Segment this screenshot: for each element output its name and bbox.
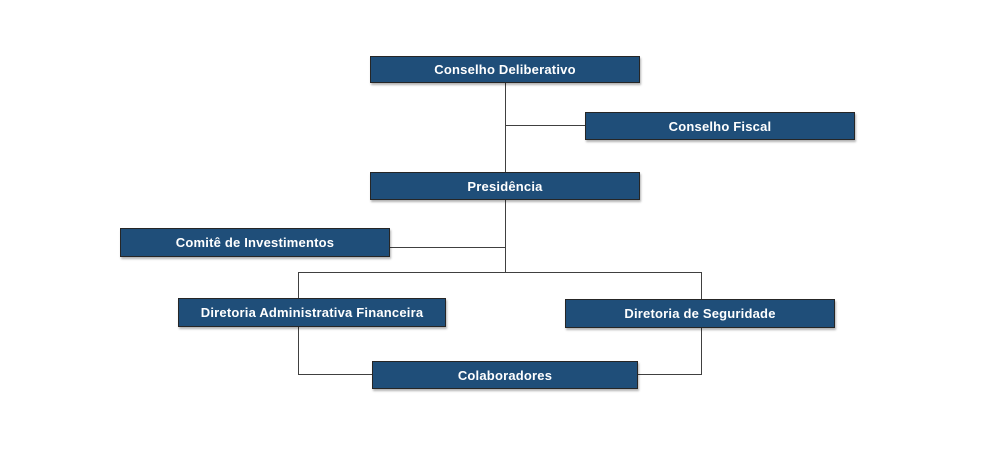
org-node-conselho-deliberativo: Conselho Deliberativo — [370, 56, 640, 83]
connector-branch-comite-investimentos — [390, 247, 505, 248]
connector-administrativa-colaboradores-v — [298, 327, 299, 375]
connector-deliberativo-presidencia — [505, 83, 506, 172]
org-node-conselho-fiscal: Conselho Fiscal — [585, 112, 855, 140]
org-node-colaboradores: Colaboradores — [372, 361, 638, 389]
connector-branch-conselho-fiscal — [505, 125, 585, 126]
org-node-diretoria-administrativa-financeira: Diretoria Administrativa Financeira — [178, 298, 446, 327]
org-node-presidencia: Presidência — [370, 172, 640, 200]
connector-bracket-diretorias — [298, 272, 702, 273]
connector-seguridade-colaboradores-h — [638, 374, 702, 375]
connector-drop-diretoria-administrativa — [298, 272, 299, 298]
connector-administrativa-colaboradores-h — [298, 374, 372, 375]
connector-presidencia-down — [505, 200, 506, 272]
org-node-diretoria-de-seguridade: Diretoria de Seguridade — [565, 299, 835, 328]
connector-drop-diretoria-seguridade — [701, 272, 702, 299]
connector-seguridade-colaboradores-v — [701, 328, 702, 375]
org-node-comite-de-investimentos: Comitê de Investimentos — [120, 228, 390, 257]
